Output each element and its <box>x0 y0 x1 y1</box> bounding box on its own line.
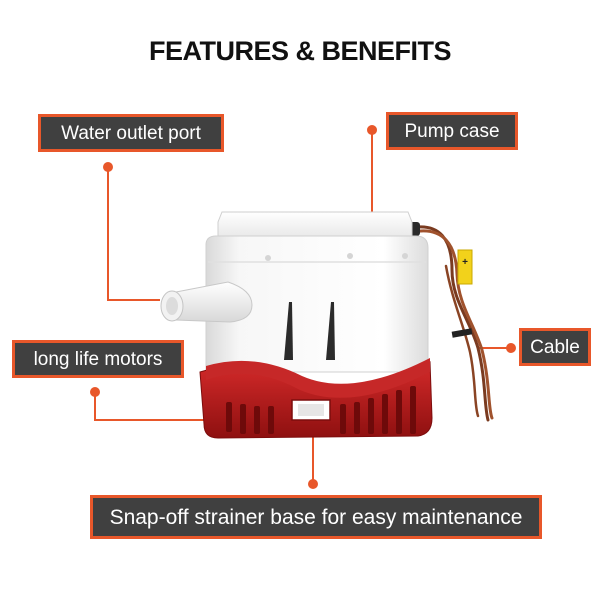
dot-outlet <box>103 162 113 172</box>
dot-motors <box>90 387 100 397</box>
svg-text:+: + <box>462 257 468 268</box>
label-long-life-motors: long life motors <box>12 340 184 378</box>
label-water-outlet-port: Water outlet port <box>38 114 224 152</box>
label-pump-case: Pump case <box>386 112 518 150</box>
callout-dots <box>90 125 516 489</box>
callout-connectors <box>94 130 511 484</box>
dot-cable <box>506 343 516 353</box>
strainer-release-tab <box>291 399 331 421</box>
connector-motors <box>94 392 250 421</box>
label-cable: Cable <box>519 328 591 366</box>
water-outlet-spout <box>160 281 253 323</box>
label-strainer-base: Snap-off strainer base for easy maintena… <box>90 495 542 539</box>
page-title: FEATURES & BENEFITS <box>148 36 452 66</box>
pump-case-body <box>205 235 429 373</box>
strainer-slots <box>226 386 416 434</box>
power-cable <box>408 225 494 422</box>
dot-strainer <box>308 479 318 489</box>
cable-tag-icon: + <box>457 249 473 285</box>
connector-outlet <box>107 167 160 301</box>
dot-case <box>367 125 377 135</box>
case-vents <box>284 302 335 360</box>
